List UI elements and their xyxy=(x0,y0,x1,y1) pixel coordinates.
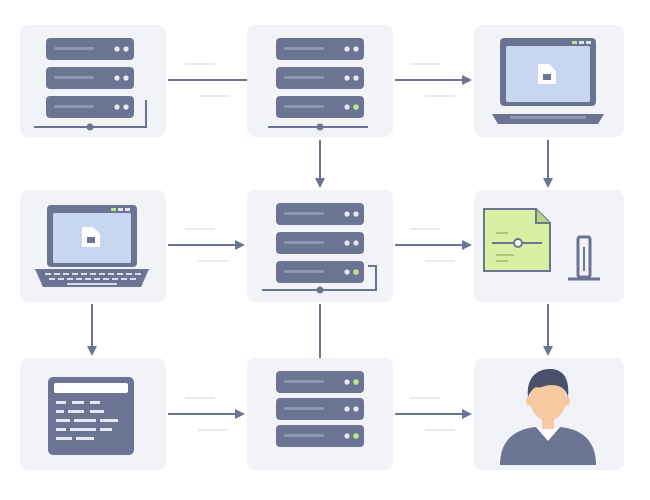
edge-server-4-user xyxy=(395,397,472,431)
file-icon xyxy=(82,227,100,247)
server-rack-icon xyxy=(276,371,364,447)
file-icon xyxy=(538,64,556,84)
window-list-icon xyxy=(48,377,134,455)
edge-server-2-laptop-1 xyxy=(395,63,472,97)
server-rack-icon xyxy=(262,203,377,294)
edge-laptop-2-server-3 xyxy=(168,228,245,262)
server-rack-icon xyxy=(268,38,368,131)
user-avatar-icon xyxy=(500,369,596,465)
edge-dashboard-window-server-4 xyxy=(168,397,245,431)
document-slider-icon xyxy=(483,208,551,272)
edge-server-1-server-2 xyxy=(168,63,247,97)
laptop-icon xyxy=(35,205,149,287)
server-rack-icon xyxy=(34,38,147,131)
stand-gauge-icon xyxy=(568,235,600,281)
edge-server-3-document-gauge xyxy=(395,228,472,262)
laptop-icon xyxy=(492,38,604,124)
